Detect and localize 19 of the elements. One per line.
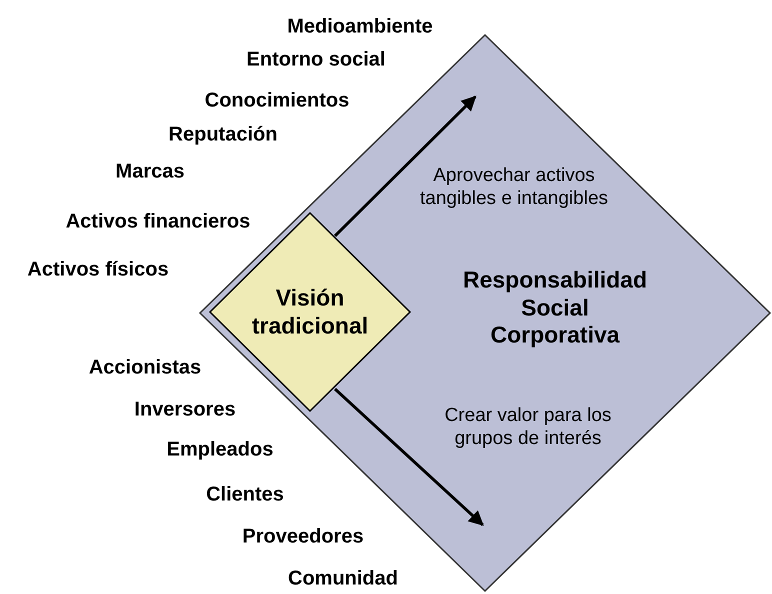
resource-label: Medioambiente bbox=[287, 16, 433, 38]
resource-label: Inversores bbox=[134, 398, 236, 422]
resource-label: Activos financieros bbox=[66, 210, 250, 234]
resource-label: Entorno social bbox=[246, 48, 386, 72]
resource-label: Activos físicos bbox=[27, 258, 169, 282]
resource-label: Marcas bbox=[116, 160, 184, 184]
resource-label: Accionistas bbox=[88, 356, 202, 380]
panel-text: Crear valor para los grupos de interés bbox=[444, 405, 612, 451]
panel-text: Aprovechar activos tangibles e intangibles bbox=[418, 165, 610, 211]
resource-label: Empleados bbox=[166, 438, 274, 462]
arrow bbox=[334, 388, 484, 526]
resource-label: Clientes bbox=[206, 484, 284, 506]
diamond-label: Visión tradicional bbox=[250, 284, 370, 340]
resource-label: Conocimientos bbox=[204, 90, 350, 112]
resource-label: Comunidad bbox=[288, 568, 398, 590]
arrow bbox=[334, 96, 476, 238]
resource-label: Reputación bbox=[168, 124, 278, 146]
panel-heading: Responsabilidad Social Corporativa bbox=[462, 266, 648, 350]
resource-label: Proveedores bbox=[242, 526, 364, 548]
